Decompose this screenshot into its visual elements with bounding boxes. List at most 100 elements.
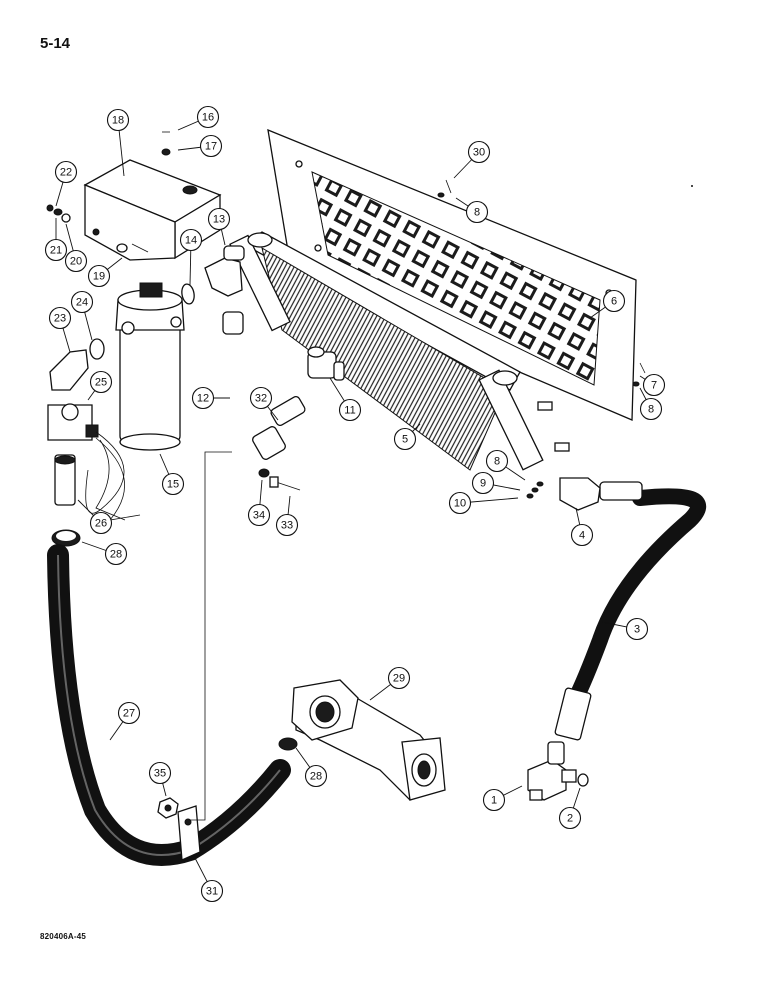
callout-number: 22 xyxy=(60,167,72,179)
callout-21: 21 xyxy=(44,218,68,262)
hose-barb-26 xyxy=(54,431,141,521)
callout-number: 26 xyxy=(95,518,107,530)
callout-circle xyxy=(275,513,299,537)
callout-12: 12 xyxy=(191,386,230,410)
adapter-fitting-32 xyxy=(270,396,306,426)
mounting-bracket xyxy=(83,159,222,261)
callout-circle xyxy=(485,449,509,473)
callout-circle xyxy=(465,200,489,224)
callout-number: 10 xyxy=(454,498,466,510)
callout-6: 6 xyxy=(589,289,626,319)
callout-16: 16 xyxy=(177,105,220,131)
callout-circle xyxy=(642,373,666,397)
callout-circle xyxy=(570,523,594,547)
callout-32: 32 xyxy=(249,386,279,421)
callout-35: 35 xyxy=(148,761,172,797)
callout-24: 24 xyxy=(70,290,94,341)
callout-number: 24 xyxy=(76,297,88,309)
callout-circle xyxy=(304,764,328,788)
callout-circle xyxy=(54,160,78,184)
callouts: 1234567888910111213141516171819202122232… xyxy=(44,105,666,903)
callout-circle xyxy=(247,503,271,527)
callout-8: 8 xyxy=(485,449,526,481)
callout-9: 9 xyxy=(471,471,521,495)
callout-number: 12 xyxy=(197,393,209,405)
callout-number: 28 xyxy=(310,771,322,783)
callout-circle xyxy=(191,386,215,410)
callout-circle xyxy=(639,397,663,421)
o-ring-2 xyxy=(577,773,589,787)
bolt-33 xyxy=(269,476,301,491)
callout-number: 8 xyxy=(494,456,500,468)
callout-number: 1 xyxy=(491,795,497,807)
callout-number: 2 xyxy=(567,813,573,825)
callout-number: 6 xyxy=(611,296,617,308)
callout-circle xyxy=(471,471,495,495)
elbow-fitting-4 xyxy=(559,477,601,511)
callout-number: 7 xyxy=(651,380,657,392)
callout-circle xyxy=(44,238,68,262)
callout-circle xyxy=(482,788,506,812)
callout-2: 2 xyxy=(558,787,582,830)
callout-circle xyxy=(467,140,491,164)
callout-circle xyxy=(70,290,94,314)
callout-circle xyxy=(196,105,220,129)
callout-number: 8 xyxy=(474,207,480,219)
pressure-hose-3 xyxy=(554,481,706,741)
callout-number: 31 xyxy=(206,886,218,898)
small-hardware xyxy=(46,131,693,499)
callout-number: 20 xyxy=(70,256,82,268)
callout-number: 25 xyxy=(95,377,107,389)
callout-circle xyxy=(200,879,224,903)
callout-number: 34 xyxy=(253,510,265,522)
callout-8: 8 xyxy=(455,197,489,224)
callout-number: 9 xyxy=(480,478,486,490)
callout-number: 4 xyxy=(579,530,585,542)
suction-hose-27 xyxy=(47,544,291,866)
connector-fitting-1 xyxy=(527,741,577,801)
callout-circle xyxy=(48,306,72,330)
callout-number: 30 xyxy=(473,147,485,159)
callout-28: 28 xyxy=(295,747,328,788)
callout-17: 17 xyxy=(177,134,223,158)
callout-26: 26 xyxy=(77,499,113,535)
callout-circle xyxy=(249,386,273,410)
callout-20: 20 xyxy=(64,223,88,273)
callout-number: 23 xyxy=(54,313,66,325)
callout-29: 29 xyxy=(369,666,411,701)
callout-number: 13 xyxy=(213,214,225,226)
callout-number: 21 xyxy=(50,245,62,257)
grille-panel xyxy=(267,128,637,421)
callout-23: 23 xyxy=(48,306,72,353)
callout-31: 31 xyxy=(194,857,224,903)
callout-5: 5 xyxy=(393,423,421,451)
callout-number: 28 xyxy=(110,549,122,561)
callout-circle xyxy=(161,472,185,496)
callout-circle xyxy=(625,617,649,641)
callout-circle xyxy=(89,370,113,394)
callout-circle xyxy=(387,666,411,690)
callout-8: 8 xyxy=(639,387,663,421)
callout-27: 27 xyxy=(109,701,141,741)
callout-number: 14 xyxy=(185,235,197,247)
callout-15: 15 xyxy=(159,453,185,496)
callout-1: 1 xyxy=(482,785,523,812)
callout-number: 15 xyxy=(167,479,179,491)
callout-4: 4 xyxy=(570,507,594,547)
hose-clamp-28 xyxy=(51,529,81,547)
callout-number: 35 xyxy=(154,768,166,780)
oil-cooler xyxy=(229,231,570,471)
callout-7: 7 xyxy=(639,373,666,397)
callout-33: 33 xyxy=(275,495,299,537)
figure-code: 820406A-45 xyxy=(40,932,87,941)
callout-30: 30 xyxy=(453,140,491,179)
callout-number: 29 xyxy=(393,673,405,685)
callout-circle xyxy=(117,701,141,725)
nut-35 xyxy=(157,797,179,819)
hose-clamp-28-lower xyxy=(278,737,298,751)
callout-22: 22 xyxy=(54,160,78,207)
callout-number: 8 xyxy=(648,404,654,416)
callout-number: 16 xyxy=(202,112,214,124)
callout-circle xyxy=(106,108,130,132)
